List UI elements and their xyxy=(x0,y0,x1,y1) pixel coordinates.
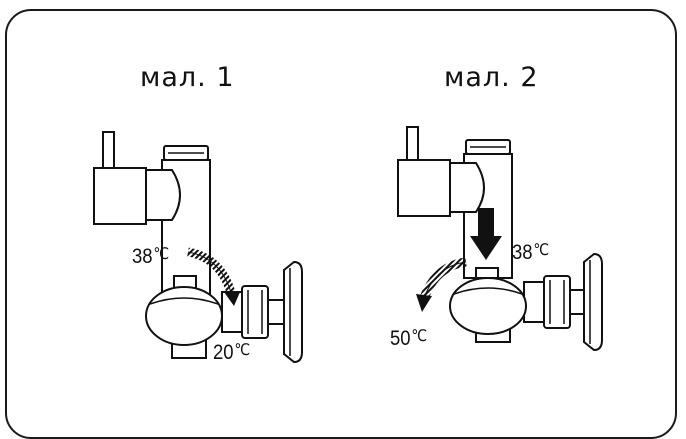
figure-2-valve xyxy=(397,126,603,352)
rotation-arrow-icon xyxy=(416,257,467,312)
faucet-illustrations xyxy=(93,126,603,364)
figure-1-caption: мал. 1 xyxy=(140,62,235,93)
figure-2-temp-top: 38℃ xyxy=(512,240,550,264)
push-down-arrow-icon xyxy=(470,208,502,260)
figure-1-temp-top: 38℃ xyxy=(132,244,170,268)
figure-2-caption: мал. 2 xyxy=(444,62,539,93)
figure-2-temp-bottom: 50℃ xyxy=(390,326,428,350)
rotation-arrow-icon xyxy=(187,247,240,306)
figure-1-temp-bottom: 20℃ xyxy=(213,340,251,364)
figure-1-valve xyxy=(93,131,303,364)
